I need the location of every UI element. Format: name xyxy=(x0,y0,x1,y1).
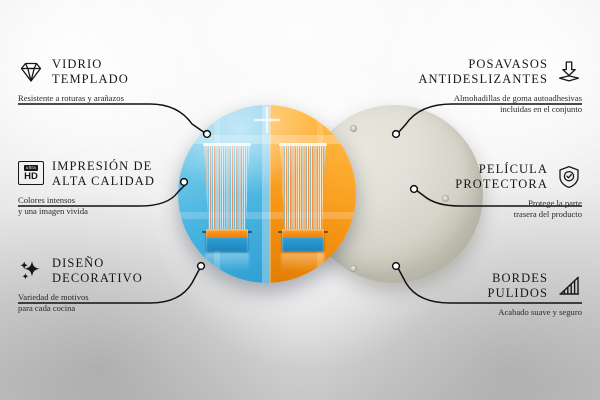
feature-title: VIDRIO TEMPLADO xyxy=(52,57,129,87)
connector-endpoint xyxy=(409,184,419,194)
feature-title: DISEÑO DECORATIVO xyxy=(52,256,143,286)
stack-down-arrow-icon xyxy=(558,61,580,82)
rubber-pad xyxy=(442,195,449,202)
feature-title: POSAVASOS ANTIDESLIZANTES xyxy=(418,57,548,87)
feature-subtitle: Colores intensos y una imagen vivida xyxy=(18,194,88,217)
connector-bordes xyxy=(397,267,582,304)
feature-title: PELÍCULA PROTECTORA xyxy=(455,162,548,192)
glass-reflection xyxy=(205,253,249,271)
feature-subtitle: Variedad de motivos para cada cocina xyxy=(18,291,89,314)
feature-heading: POSAVASOS ANTIDESLIZANTES xyxy=(418,57,582,88)
connector-diseno xyxy=(18,267,201,304)
glass-base xyxy=(206,229,248,251)
hatched-triangle-icon xyxy=(559,277,580,295)
connector-endpoint xyxy=(391,261,401,271)
feature-heading: VIDRIO TEMPLADO xyxy=(18,57,129,88)
feature-heading: ultra HD IMPRESIÓN DE ALTA CALIDAD xyxy=(18,159,155,190)
shield-check-icon xyxy=(559,166,579,189)
diamond-icon xyxy=(20,63,42,82)
feature-title: BORDES PULIDOS xyxy=(487,271,548,301)
connector-impresion xyxy=(18,183,187,207)
print-band-horizontal xyxy=(178,211,356,219)
feature-heading: DISEÑO DECORATIVO xyxy=(18,256,143,287)
sparkles-icon xyxy=(20,261,40,280)
connector-endpoint xyxy=(179,177,189,187)
feature-subtitle: Resistente a roturas y arañazos xyxy=(18,92,124,103)
connector-posavasos xyxy=(397,103,582,134)
feature-heading: PELÍCULA PROTECTORA xyxy=(455,162,582,193)
connector-endpoint xyxy=(202,129,212,139)
feature-impresion-alta-calidad: ultra HD IMPRESIÓN DE ALTA CALIDAD Color… xyxy=(18,159,155,218)
glass-reflection xyxy=(281,253,325,271)
connector-endpoint xyxy=(391,129,401,139)
connector-vidrio-templado xyxy=(18,103,206,134)
feature-subtitle: Protege la parte trasera del producto xyxy=(513,197,582,220)
connector-pelicula xyxy=(415,189,582,207)
feature-bordes-pulidos: BORDES PULIDOS Acabado suave y seguro xyxy=(488,271,582,318)
feature-posavasos-antideslizantes: POSAVASOS ANTIDESLIZANTES Almohadillas d… xyxy=(418,57,582,116)
feature-title: IMPRESIÓN DE ALTA CALIDAD xyxy=(52,159,156,189)
sparkle-highlight xyxy=(254,107,280,133)
feature-subtitle: Acabado suave y seguro xyxy=(498,306,582,317)
print-band-vertical-center xyxy=(261,105,271,283)
coaster-front-disc xyxy=(178,105,356,283)
ultra-hd-badge: ultra HD xyxy=(18,161,44,186)
feature-subtitle: Almohadillas de goma autoadhesivas inclu… xyxy=(453,92,582,115)
feature-vidrio-templado: VIDRIO TEMPLADO Resistente a roturas y a… xyxy=(18,57,129,104)
connector-endpoint xyxy=(196,261,206,271)
feature-heading: BORDES PULIDOS xyxy=(488,271,582,302)
glass-base xyxy=(282,229,324,251)
ultra-hd-icon: ultra HD xyxy=(18,161,44,187)
feature-pelicula-protectora: PELÍCULA PROTECTORA Protege la parte tra… xyxy=(455,162,582,221)
feature-diseno-decorativo: DISEÑO DECORATIVO Variedad de motivos pa… xyxy=(18,256,143,315)
